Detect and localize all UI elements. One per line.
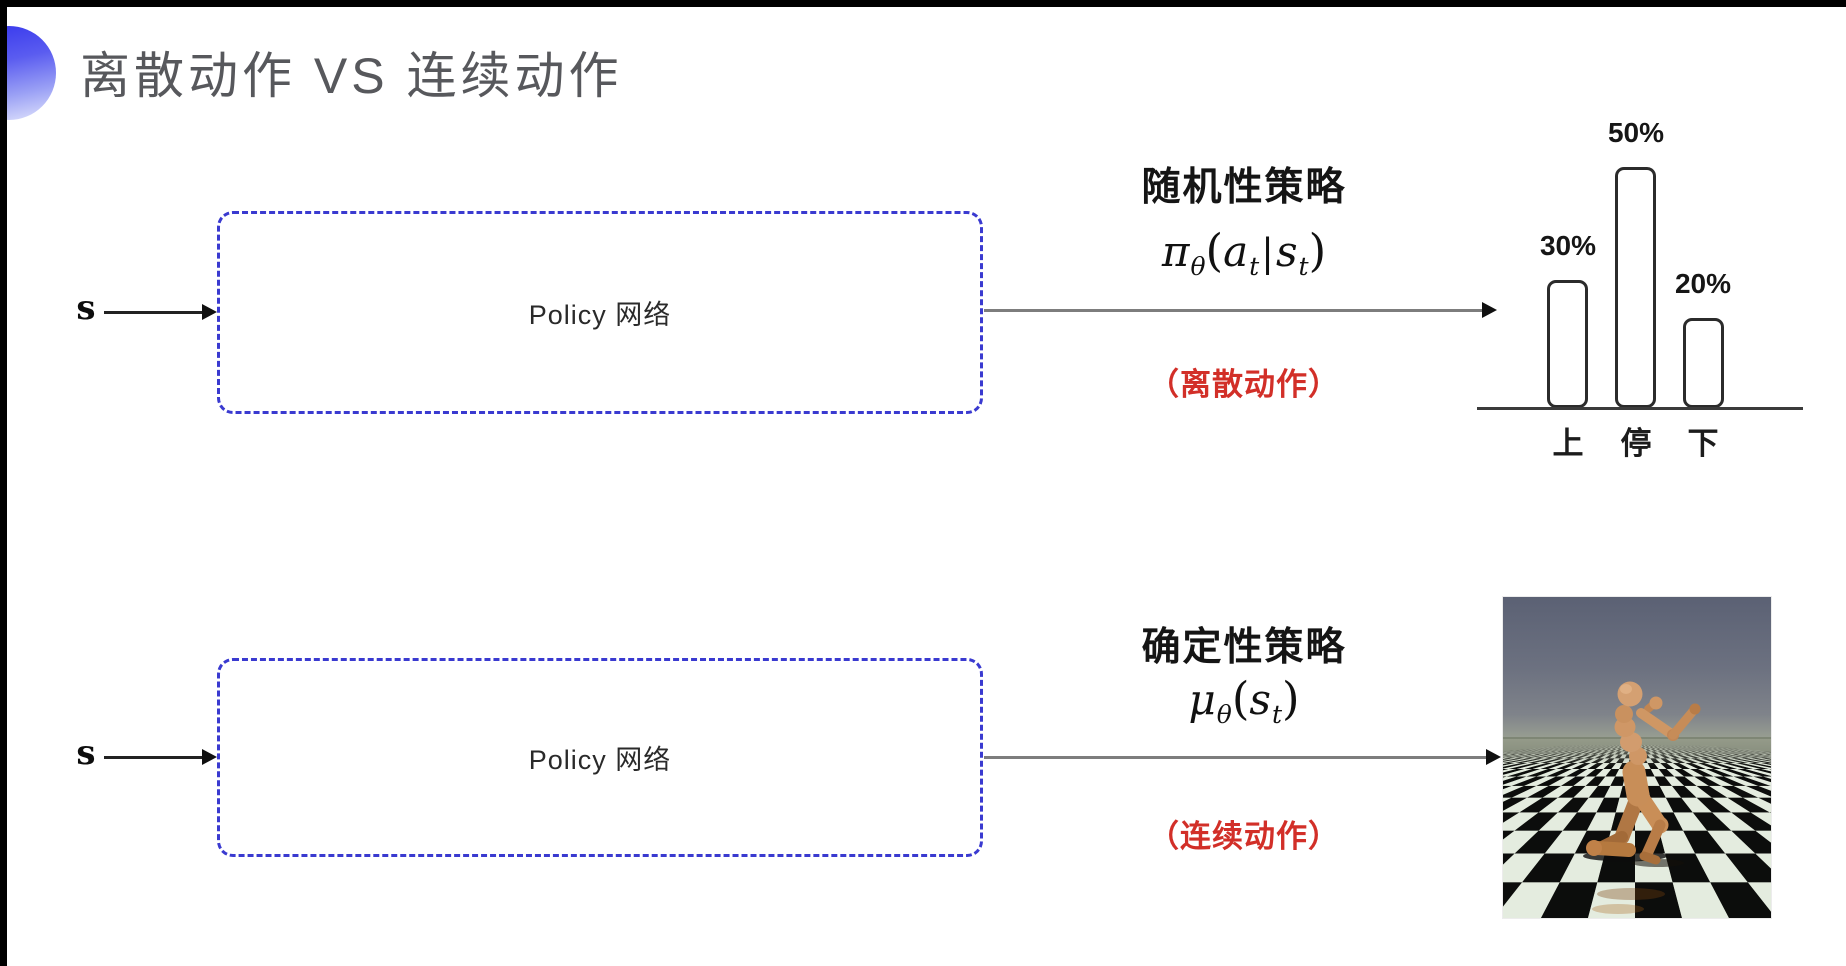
discrete-action-note: （离散动作） [1148,367,1340,402]
humanoid-simulation-image [1503,597,1771,918]
probability-bar [1547,280,1588,408]
input-arrow-2 [104,749,217,765]
bar-value-label: 20% [1674,268,1732,299]
continuous-action-note: （连续动作） [1148,819,1340,854]
frame-top-edge [0,0,1846,7]
bar-category-label: 下 [1687,426,1719,461]
bar-value-label: 30% [1539,230,1597,261]
state-input-label-1: s [76,288,96,328]
probability-bar [1615,167,1656,408]
stochastic-policy-title: 随机性策略 [1141,166,1347,209]
stochastic-policy-formula: πθ(at|st) [1161,224,1327,281]
policy-network-label-2: Policy 网络 [528,745,672,775]
page-title: 离散动作 VS 连续动作 [80,48,623,104]
output-arrow-1 [984,302,1497,318]
sky [1503,597,1771,740]
output-arrow-2 [984,749,1501,765]
bar-value-label: 50% [1607,117,1665,148]
deterministic-policy-title: 确定性策略 [1141,626,1347,669]
policy-network-label-1: Policy 网络 [528,300,672,330]
bar-category-label: 上 [1552,426,1584,461]
input-arrow-1 [104,304,217,320]
bar-category-label: 停 [1620,426,1652,461]
policy-network-box-2: Policy 网络 [217,658,983,857]
policy-network-box-1: Policy 网络 [217,211,983,414]
humanoid-robot [1583,681,1701,914]
chart-baseline [1477,407,1803,410]
deterministic-policy-formula: μθ(st) [1188,672,1300,729]
frame-left-edge [0,0,7,966]
probability-bar [1683,318,1724,408]
title-bullet-icon [0,26,56,120]
state-input-label-2: s [76,733,96,773]
